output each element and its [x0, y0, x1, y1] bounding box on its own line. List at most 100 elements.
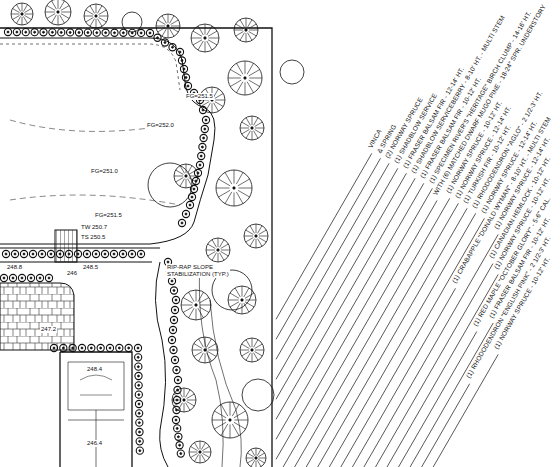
shrub-center — [203, 137, 205, 139]
tree-canopy — [192, 337, 218, 363]
leader-line — [329, 213, 475, 467]
shrub — [106, 344, 113, 351]
shrub — [97, 344, 104, 351]
shrub-center — [205, 119, 207, 121]
shrub — [116, 344, 123, 351]
shrub — [169, 44, 176, 51]
shrub-center — [95, 253, 97, 255]
shrub-center — [72, 347, 74, 349]
patio-pavers — [0, 283, 74, 350]
shrub-center — [187, 85, 189, 87]
slope-edge — [155, 262, 168, 467]
tree-canopy — [228, 61, 262, 95]
tree-trunk — [255, 457, 257, 459]
shrub-center — [3, 277, 5, 279]
shrub-center — [62, 347, 64, 349]
shrub-center — [86, 253, 88, 255]
shrub — [56, 250, 63, 257]
shrub — [192, 177, 199, 184]
shrub-center — [14, 253, 16, 255]
house-wall — [60, 352, 132, 467]
shrub-center — [137, 366, 139, 368]
shrub-center — [59, 253, 61, 255]
leader-line — [276, 188, 432, 459]
shrub — [40, 29, 47, 36]
shrub-center — [179, 51, 181, 53]
shrub — [136, 447, 143, 454]
leader-line — [276, 178, 415, 419]
shrub-center — [128, 347, 130, 349]
shrub-center — [48, 277, 50, 279]
shrub-center — [138, 375, 140, 377]
shrub — [172, 296, 179, 303]
house-detail — [80, 375, 112, 395]
shrub-center — [177, 389, 179, 391]
tree-trunk — [204, 349, 206, 351]
shrub-center — [53, 347, 55, 349]
shrub-center — [183, 68, 185, 70]
shrub-center — [173, 290, 175, 292]
shrub-center — [12, 277, 14, 279]
shrub — [45, 274, 52, 281]
tree-branches — [212, 402, 248, 438]
shrub — [136, 438, 143, 445]
shrub — [135, 382, 142, 389]
shrub-center — [69, 31, 71, 33]
shrub-center — [77, 253, 79, 255]
shrub — [119, 250, 126, 257]
tree-canopy — [148, 163, 192, 207]
shrub-center — [68, 253, 70, 255]
shrub-center — [180, 453, 182, 455]
shrub — [170, 346, 177, 353]
shrub-center — [90, 347, 92, 349]
tree-canopy — [181, 290, 211, 320]
shrub-center — [164, 42, 166, 44]
shrub-center — [189, 204, 191, 206]
shrub-center — [174, 309, 176, 311]
shrub — [93, 29, 100, 36]
shrub — [171, 356, 178, 363]
shrub — [135, 400, 142, 407]
tree-trunk — [233, 187, 235, 189]
retaining-wall — [0, 248, 160, 262]
shrub-center — [138, 384, 140, 386]
shrub-center — [96, 32, 98, 34]
leader-line — [283, 201, 437, 467]
shrub — [171, 306, 178, 313]
tree-canopy — [240, 116, 264, 140]
shrub — [176, 442, 183, 449]
shrub-center — [32, 253, 34, 255]
shrub — [22, 29, 29, 36]
leader-line — [276, 163, 389, 359]
grade-note: 248.8 — [6, 264, 23, 271]
bed-edge — [199, 265, 223, 467]
leader-line — [341, 218, 485, 467]
shrub-center — [138, 403, 140, 405]
tree-trunk — [183, 399, 185, 401]
tree-canopy — [191, 24, 219, 52]
tree-canopy — [228, 286, 256, 314]
shrub-center — [7, 31, 9, 33]
grade-note: RIP-RAP SLOPE STABILIZATION (TYP.) — [166, 264, 230, 278]
grade-note: TW 250.7 — [80, 224, 108, 231]
shrub-center — [140, 32, 142, 34]
shrub — [186, 201, 193, 208]
tree-canopy — [212, 402, 248, 438]
shrub-center — [23, 253, 25, 255]
tree-trunk — [229, 419, 231, 421]
tree-branches — [191, 24, 219, 52]
tree-trunk — [255, 235, 257, 237]
shrub-center — [195, 180, 197, 182]
shrub — [172, 416, 179, 423]
shrub — [36, 274, 43, 281]
shrub — [67, 29, 74, 36]
shrub — [170, 316, 177, 323]
shrub-center — [185, 77, 187, 79]
tree-branches — [172, 388, 196, 412]
shrub — [201, 125, 208, 132]
tree-canopy — [246, 448, 266, 467]
grade-note: 248.4 — [86, 366, 103, 373]
shrub-center — [100, 347, 102, 349]
shrub — [88, 344, 95, 351]
shrub-center — [139, 440, 141, 442]
